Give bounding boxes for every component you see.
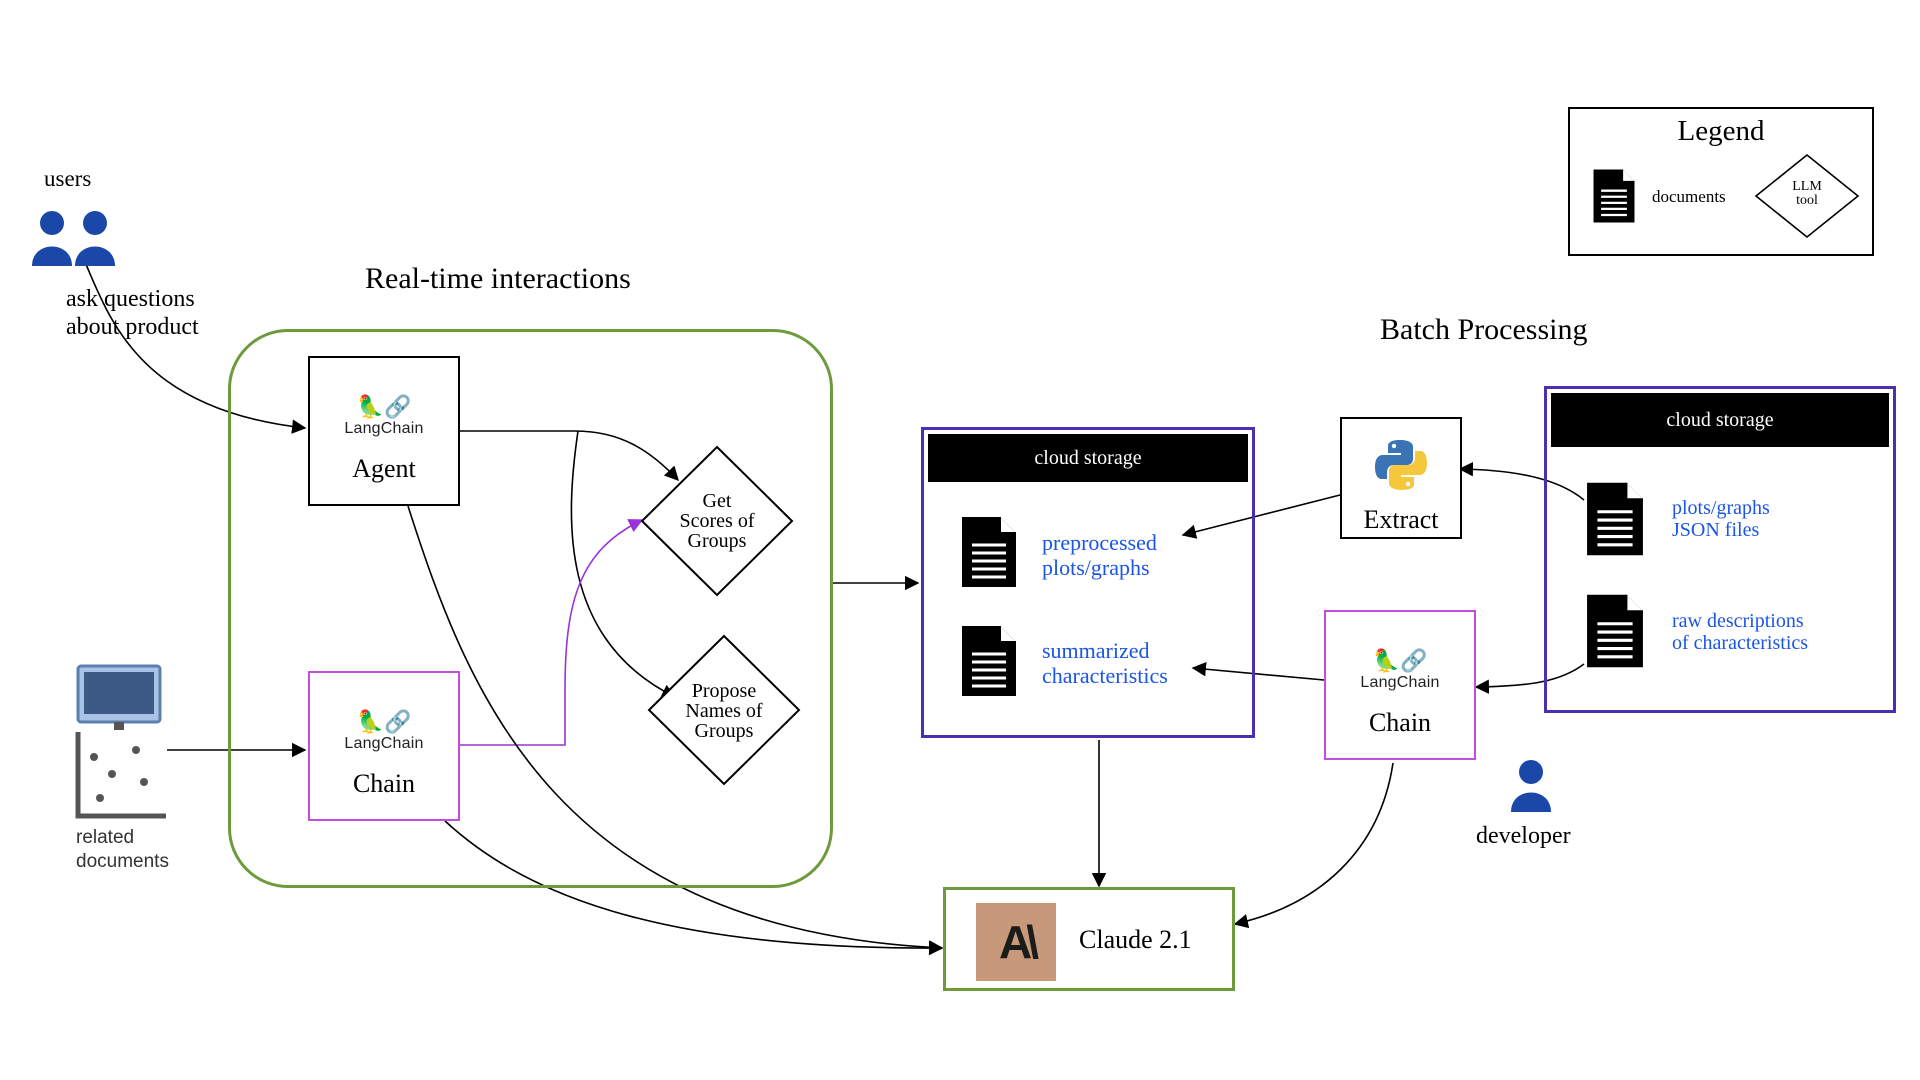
cloud-storage-middle: cloud storage <box>921 427 1255 738</box>
langchain-logo: 🦜🔗 LangChain <box>310 396 458 438</box>
anthropic-logo-icon: A\ <box>976 903 1056 981</box>
preprocessed-plots-label: preprocessed plots/graphs <box>1042 530 1157 580</box>
langchain-logo: 🦜🔗 LangChain <box>310 711 458 753</box>
propose-names-tool-label: Propose Names of Groups <box>685 680 763 742</box>
chain-label: Chain <box>352 769 416 798</box>
langchain-logo: 🦜🔗 LangChain <box>1326 650 1474 692</box>
langchain-logo-text: LangChain <box>1360 674 1440 691</box>
python-icon <box>1375 440 1427 490</box>
agent-to-propose-names-arrow <box>570 430 677 698</box>
users-to-agent-arrow <box>84 261 307 434</box>
batch-chain-node[interactable]: 🦜🔗 LangChain Chain <box>1324 610 1476 760</box>
realtime-group-frame <box>228 329 833 888</box>
related-documents-line1: related <box>76 827 135 848</box>
raw-descriptions-label: raw descriptions of characteristics <box>1672 610 1809 654</box>
agent-to-get-scores-arrow <box>460 430 679 482</box>
langchain-logo-text: LangChain <box>344 735 424 752</box>
realtime-title: Real-time interactions <box>365 262 631 295</box>
plots-to-extract-arrow <box>1458 462 1585 501</box>
document-icon <box>1587 594 1643 668</box>
extract-node[interactable]: Extract <box>1340 417 1462 539</box>
users-action-line1: ask questions <box>66 286 195 312</box>
chain-to-claude-arrow <box>444 820 944 956</box>
get-scores-tool-diamond[interactable] <box>640 445 794 597</box>
agent-label: Agent <box>352 454 416 483</box>
developer-label: developer <box>1476 823 1571 849</box>
legend-documents-label: documents <box>1652 187 1726 206</box>
related-documents-label: related documents <box>76 826 169 874</box>
related-documents-icon <box>75 664 166 819</box>
raw-to-chain-arrow <box>1474 663 1585 694</box>
document-icon <box>1593 169 1635 223</box>
document-icon <box>962 626 1016 696</box>
realtime-chain-node[interactable]: 🦜🔗 LangChain Chain <box>308 671 460 821</box>
users-icon <box>32 211 115 266</box>
batch-chain-to-claude-arrow <box>1233 762 1394 929</box>
parrot-link-icon: 🦜🔗 <box>1372 649 1428 674</box>
developer-icon <box>1511 760 1551 812</box>
related-documents-line2: documents <box>76 851 169 872</box>
parrot-link-icon: 🦜🔗 <box>356 395 412 420</box>
legend-llm-tool-diamond <box>1754 153 1860 239</box>
cloud-storage-header: cloud storage <box>1551 393 1889 447</box>
propose-names-tool-diamond[interactable] <box>647 634 801 786</box>
langchain-logo-text: LangChain <box>344 420 424 437</box>
users-action-line2: about product <box>66 314 199 340</box>
cloud-storage-header: cloud storage <box>928 434 1248 482</box>
users-label: users <box>44 166 92 191</box>
batch-title: Batch Processing <box>1380 313 1588 346</box>
chain-to-get-scores-arrow <box>460 519 644 746</box>
claude-node[interactable]: A\ Claude 2.1 <box>943 887 1235 991</box>
chain-to-summarized-arrow <box>1191 662 1325 681</box>
document-icon <box>962 517 1016 587</box>
parrot-link-icon: 🦜🔗 <box>356 710 412 735</box>
cloud-storage-right: cloud storage <box>1544 386 1896 713</box>
legend-llm-tool-label: LLM tool <box>1792 179 1822 208</box>
get-scores-tool-label: Get Scores of Groups <box>679 490 755 552</box>
summarized-characteristics-label: summarized characteristics <box>1042 638 1168 688</box>
claude-label: Claude 2.1 <box>1079 925 1192 954</box>
extract-label: Extract <box>1363 505 1439 534</box>
users-action-text: ask questions about product <box>66 285 199 341</box>
agent-to-claude-arrow <box>407 505 944 955</box>
agent-node[interactable]: 🦜🔗 LangChain Agent <box>308 356 460 506</box>
legend-title: Legend <box>1677 115 1765 147</box>
legend-box: Legend documents LLM tool <box>1568 107 1874 256</box>
document-icon <box>1587 482 1643 556</box>
plots-json-label: plots/graphs JSON files <box>1672 497 1770 541</box>
extract-to-preprocessed-arrow <box>1181 494 1341 539</box>
chain-label: Chain <box>1368 708 1432 737</box>
